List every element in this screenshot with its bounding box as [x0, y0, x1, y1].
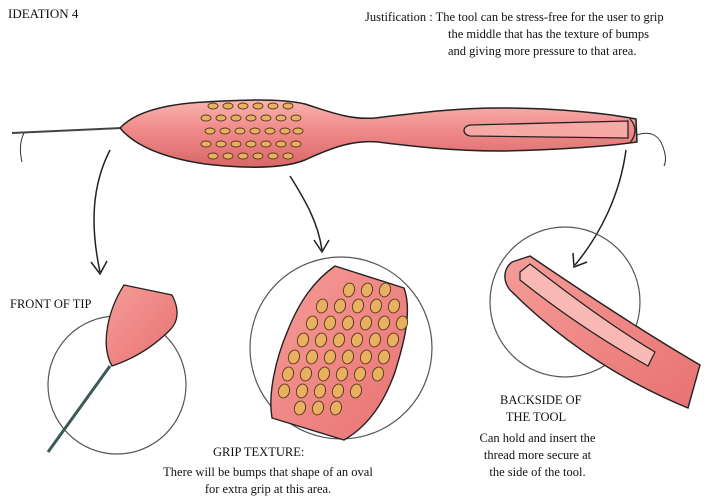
grip-texture-line-1: There will be bumps that shape of an ova… [133, 464, 403, 481]
bump [253, 103, 263, 109]
bump [268, 103, 278, 109]
bump [220, 128, 230, 134]
front-tip-needle [48, 366, 110, 452]
bump [246, 115, 256, 121]
grip-texture-description: There will be bumps that shape of an ova… [133, 464, 403, 498]
bump [261, 141, 271, 147]
bump [283, 153, 293, 159]
bump [253, 153, 263, 159]
bump [291, 141, 301, 147]
grip-texture-line-2: for extra grip at this area. [133, 481, 403, 498]
backside-heading-line-2: THE TOOL [500, 409, 572, 426]
bump [238, 153, 248, 159]
justification-line-2: the middle that has the texture of bumps [365, 26, 664, 43]
page-title: IDEATION 4 [8, 6, 78, 22]
backside-line-1: Can hold and insert the [470, 430, 605, 447]
backside-line-3: the side of the tool. [470, 464, 605, 481]
arrows [91, 150, 626, 274]
thread-left [20, 133, 24, 162]
bump [276, 115, 286, 121]
bump [231, 141, 241, 147]
bump [250, 128, 260, 134]
justification-label: Justification : [365, 10, 433, 24]
thread-right [637, 133, 666, 166]
bump [276, 141, 286, 147]
bump [261, 115, 271, 121]
grip-texture-heading: GRIP TEXTURE: [213, 444, 304, 460]
bump [265, 128, 275, 134]
bump [291, 115, 301, 121]
bump [238, 103, 248, 109]
justification-line-3: and giving more pressure to that area. [365, 43, 664, 60]
needle [12, 128, 122, 133]
backside-description: Can hold and insert the thread more secu… [470, 430, 605, 481]
arrow-to-grip [290, 176, 322, 250]
main-tool [12, 100, 666, 167]
grip-texture-detail [250, 257, 432, 440]
bump [201, 141, 211, 147]
justification-text: Justification : The tool can be stress-f… [365, 9, 664, 60]
bump [223, 103, 233, 109]
bump [235, 128, 245, 134]
bump [205, 128, 215, 134]
bump [280, 128, 290, 134]
backside-heading-line-1: BACKSIDE OF [500, 392, 572, 409]
front-tip-heading: FRONT OF TIP [10, 296, 92, 312]
bump [268, 153, 278, 159]
bump [246, 141, 256, 147]
justification-line-1: The tool can be stress-free for the user… [436, 10, 664, 24]
bump [201, 115, 211, 121]
bump [208, 153, 218, 159]
bump [293, 128, 303, 134]
bump [231, 115, 241, 121]
bump [223, 153, 233, 159]
arrow-to-front [94, 150, 110, 272]
backside-detail [490, 227, 700, 408]
bump [216, 115, 226, 121]
bump [216, 141, 226, 147]
backside-line-2: thread more secure at [470, 447, 605, 464]
bump [283, 103, 293, 109]
front-tip-shape [106, 285, 177, 366]
arrow-to-back [575, 150, 626, 265]
backside-heading: BACKSIDE OF THE TOOL [500, 392, 572, 426]
bump [208, 103, 218, 109]
